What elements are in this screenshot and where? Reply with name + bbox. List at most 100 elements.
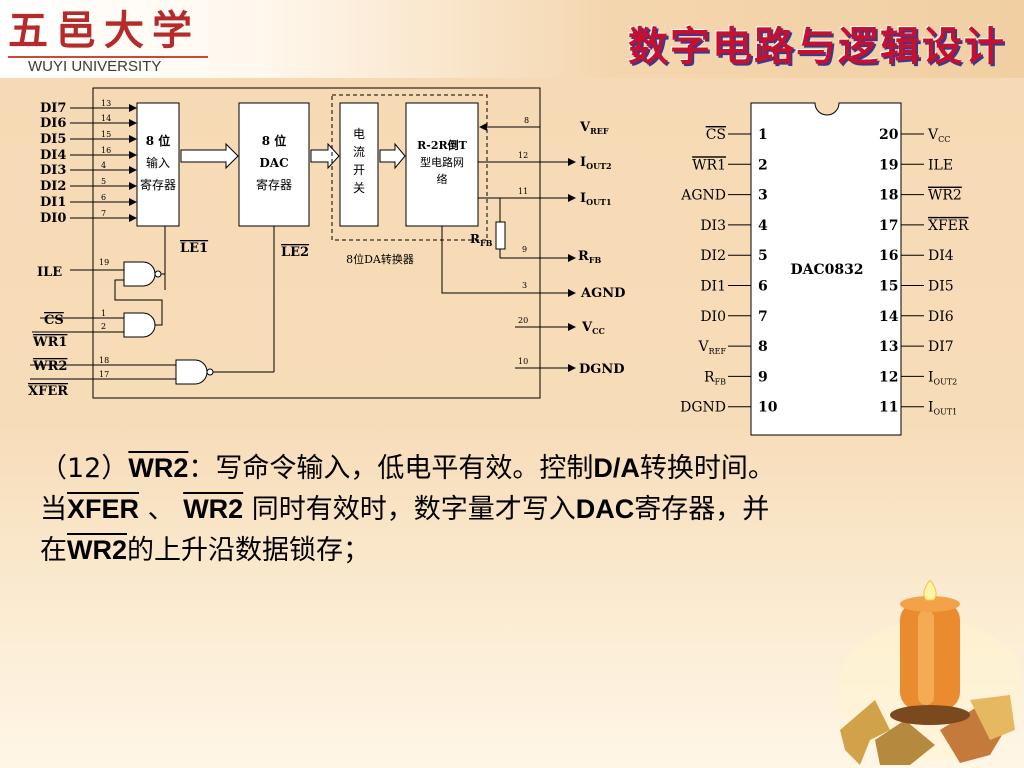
chip-pin-label: DGND bbox=[680, 400, 726, 416]
header-banner: 五邑大学 WUYI UNIVERSITY 数字电路与逻辑设计 bbox=[0, 0, 1024, 78]
input-label-di0: DI0 bbox=[40, 211, 66, 226]
chip-pin-label: CS bbox=[706, 127, 726, 143]
chip-pin-label: DI3 bbox=[700, 218, 726, 234]
chip-body bbox=[750, 102, 902, 436]
description-text-3: 当 bbox=[40, 494, 67, 525]
input-pin-number: 16 bbox=[101, 146, 111, 155]
chip-pin-number: 16 bbox=[879, 248, 898, 264]
input-label-di3: DI3 bbox=[40, 163, 66, 178]
chip-pin-label: DI7 bbox=[928, 339, 954, 355]
xfer-pin: 17 bbox=[99, 370, 109, 379]
chip-pin-label: WR2 bbox=[928, 188, 962, 204]
current-switch-label-2: 流 bbox=[353, 145, 365, 159]
input-pin-number: 6 bbox=[101, 193, 106, 202]
r2r-network-box bbox=[405, 102, 479, 227]
candle-highlight bbox=[918, 610, 934, 705]
current-switch-label-4: 关 bbox=[353, 181, 365, 195]
description-text: （12）WR2：写命令输入，低电平有效。控制D/A转换时间。 当XFER 、 W… bbox=[40, 448, 990, 571]
input-register-label-1: 8 位 bbox=[146, 133, 171, 148]
chip-pin-number: 17 bbox=[879, 218, 898, 234]
chip-pin-label: XFER bbox=[928, 218, 969, 234]
chip-pin-number: 13 bbox=[879, 339, 898, 355]
input-register-box bbox=[136, 102, 180, 227]
ile-label: ILE bbox=[37, 265, 62, 280]
description-text-5: 寄存器，并 bbox=[634, 494, 770, 525]
r2r-network-label-3: 络 bbox=[437, 172, 448, 186]
da-converter-label: 8位DA转换器 bbox=[346, 252, 414, 266]
chip-left-pins: 1CS2WR13AGND4DI35DI26DI17DI08VREF9RFB10D… bbox=[680, 127, 778, 416]
agnd-pin: 3 bbox=[522, 281, 527, 290]
input-label-di1: DI1 bbox=[40, 195, 66, 210]
current-switch-label-3: 开 bbox=[353, 163, 365, 177]
da-term: D/A bbox=[593, 453, 640, 483]
chip-pin-number: 9 bbox=[758, 369, 768, 385]
description-text-4: 同时有效时，数字量才写入 bbox=[243, 494, 576, 525]
bus-arrow-3 bbox=[379, 142, 406, 170]
input-register-label-2: 输入 bbox=[146, 155, 170, 170]
slide-title: 数字电路与逻辑设计 bbox=[628, 24, 1006, 70]
chip-pin-number: 4 bbox=[758, 218, 768, 234]
chip-pin-number: 12 bbox=[879, 369, 898, 385]
wr2-signal-3: WR2 bbox=[67, 535, 127, 565]
chip-pin-label: IOUT1 bbox=[928, 400, 957, 417]
chip-pin-number: 19 bbox=[879, 157, 898, 173]
da-converter-dashed-box bbox=[331, 94, 488, 241]
university-logo-chinese: 五邑大学 bbox=[8, 7, 200, 54]
cs-label: CS bbox=[44, 313, 64, 328]
chip-pin-label: RFB bbox=[704, 369, 726, 386]
candle-decoration bbox=[837, 580, 1020, 765]
dgnd-pin: 10 bbox=[518, 357, 528, 366]
and-gate-ile bbox=[123, 261, 156, 287]
vcc-pin: 20 bbox=[518, 316, 528, 325]
dac-register-box bbox=[238, 102, 310, 227]
chip-pin-number: 20 bbox=[879, 127, 899, 143]
wr1-pin: 2 bbox=[101, 322, 106, 331]
iout2-label: IOUT2 bbox=[580, 155, 612, 171]
rfb-internal-label: RFB bbox=[470, 232, 493, 248]
chip-pin-label: DI0 bbox=[700, 309, 726, 325]
chip-pin-label: WR1 bbox=[692, 157, 726, 173]
chip-pin-number: 2 bbox=[758, 157, 768, 173]
bus-arrow-2 bbox=[310, 142, 340, 170]
logo-divider bbox=[8, 56, 208, 58]
input-label-di6: DI6 bbox=[40, 116, 66, 131]
input-label-di7: DI7 bbox=[40, 101, 66, 116]
wr2-pin: 18 bbox=[99, 356, 109, 365]
wr2-label: WR2 bbox=[32, 359, 67, 374]
chip-pin-label: DI1 bbox=[700, 279, 726, 295]
dgnd-label: DGND bbox=[579, 362, 625, 377]
chip-pin-number: 10 bbox=[758, 400, 778, 416]
and-gate-ile-bubble bbox=[154, 270, 162, 278]
input-pin-number: 13 bbox=[101, 99, 111, 108]
chip-pin-label: DI4 bbox=[928, 248, 954, 264]
r2r-network-label-1: R-2R倒T bbox=[417, 138, 468, 152]
chip-pin-label: ILE bbox=[928, 157, 953, 173]
input-pin-number: 4 bbox=[101, 161, 106, 170]
bus-arrow-1 bbox=[180, 142, 239, 170]
input-label-di4: DI4 bbox=[40, 148, 66, 163]
wr2-signal-2: WR2 bbox=[183, 494, 244, 524]
description-text-2: 转换时间。 bbox=[639, 453, 775, 484]
le1-label: LE1 bbox=[180, 241, 208, 256]
leaf-4 bbox=[970, 695, 1015, 740]
dac-register-label-3: 寄存器 bbox=[256, 177, 292, 192]
description-line-3: 在WR2的上升沿数据锁存； bbox=[40, 530, 990, 571]
candle-flame-icon bbox=[923, 580, 937, 601]
description-line-1: （12）WR2：写命令输入，低电平有效。控制D/A转换时间。 bbox=[40, 448, 990, 489]
chip-pin-number: 3 bbox=[758, 188, 768, 204]
and-gate-cs-wr1 bbox=[123, 312, 156, 338]
xfer-label: XFER bbox=[28, 384, 68, 399]
iout1-label: IOUT1 bbox=[580, 191, 612, 207]
and-gate-wr2-xfer bbox=[175, 359, 208, 385]
iout1-pin: 11 bbox=[518, 187, 528, 196]
rfb-resistor bbox=[495, 221, 506, 250]
leaf-1 bbox=[840, 700, 890, 765]
rfb-label: RFB bbox=[578, 249, 601, 265]
chip-pin-label: DI5 bbox=[928, 279, 954, 295]
current-switch-label-1: 电 bbox=[353, 127, 365, 141]
chip-pin-label: DI6 bbox=[928, 309, 954, 325]
chip-pin-label: AGND bbox=[680, 188, 726, 204]
